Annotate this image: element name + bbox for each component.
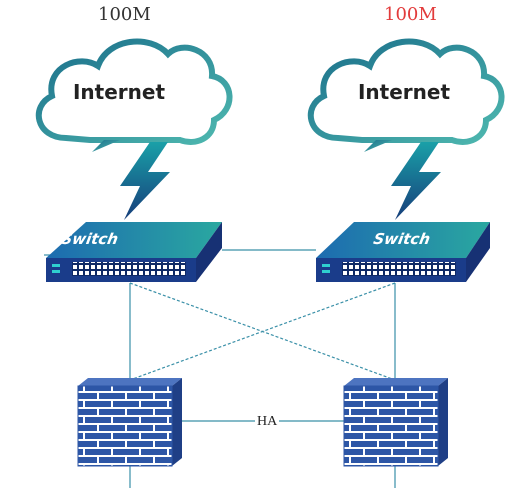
right-cloud-label: Internet bbox=[358, 80, 450, 104]
left-bandwidth-label: 100M bbox=[98, 4, 151, 25]
ha-link-label: HA bbox=[255, 414, 280, 430]
left-lightning-icon bbox=[120, 142, 170, 220]
right-switch-to-left-firewall-cross-link bbox=[129, 282, 396, 381]
left-internet-cloud: Internet bbox=[35, 38, 233, 152]
left-firewall-icon bbox=[77, 378, 182, 467]
right-switch-label: Switch bbox=[372, 230, 432, 248]
right-bandwidth-label: 100M bbox=[384, 4, 437, 25]
right-internet-cloud: Internet bbox=[307, 38, 505, 152]
left-switch: Switch bbox=[46, 222, 222, 282]
right-switch: Switch bbox=[316, 222, 490, 282]
right-firewall-icon bbox=[343, 378, 448, 467]
right-lightning-icon bbox=[391, 142, 441, 220]
left-switch-label: Switch bbox=[60, 230, 120, 248]
left-cloud-label: Internet bbox=[73, 80, 165, 104]
